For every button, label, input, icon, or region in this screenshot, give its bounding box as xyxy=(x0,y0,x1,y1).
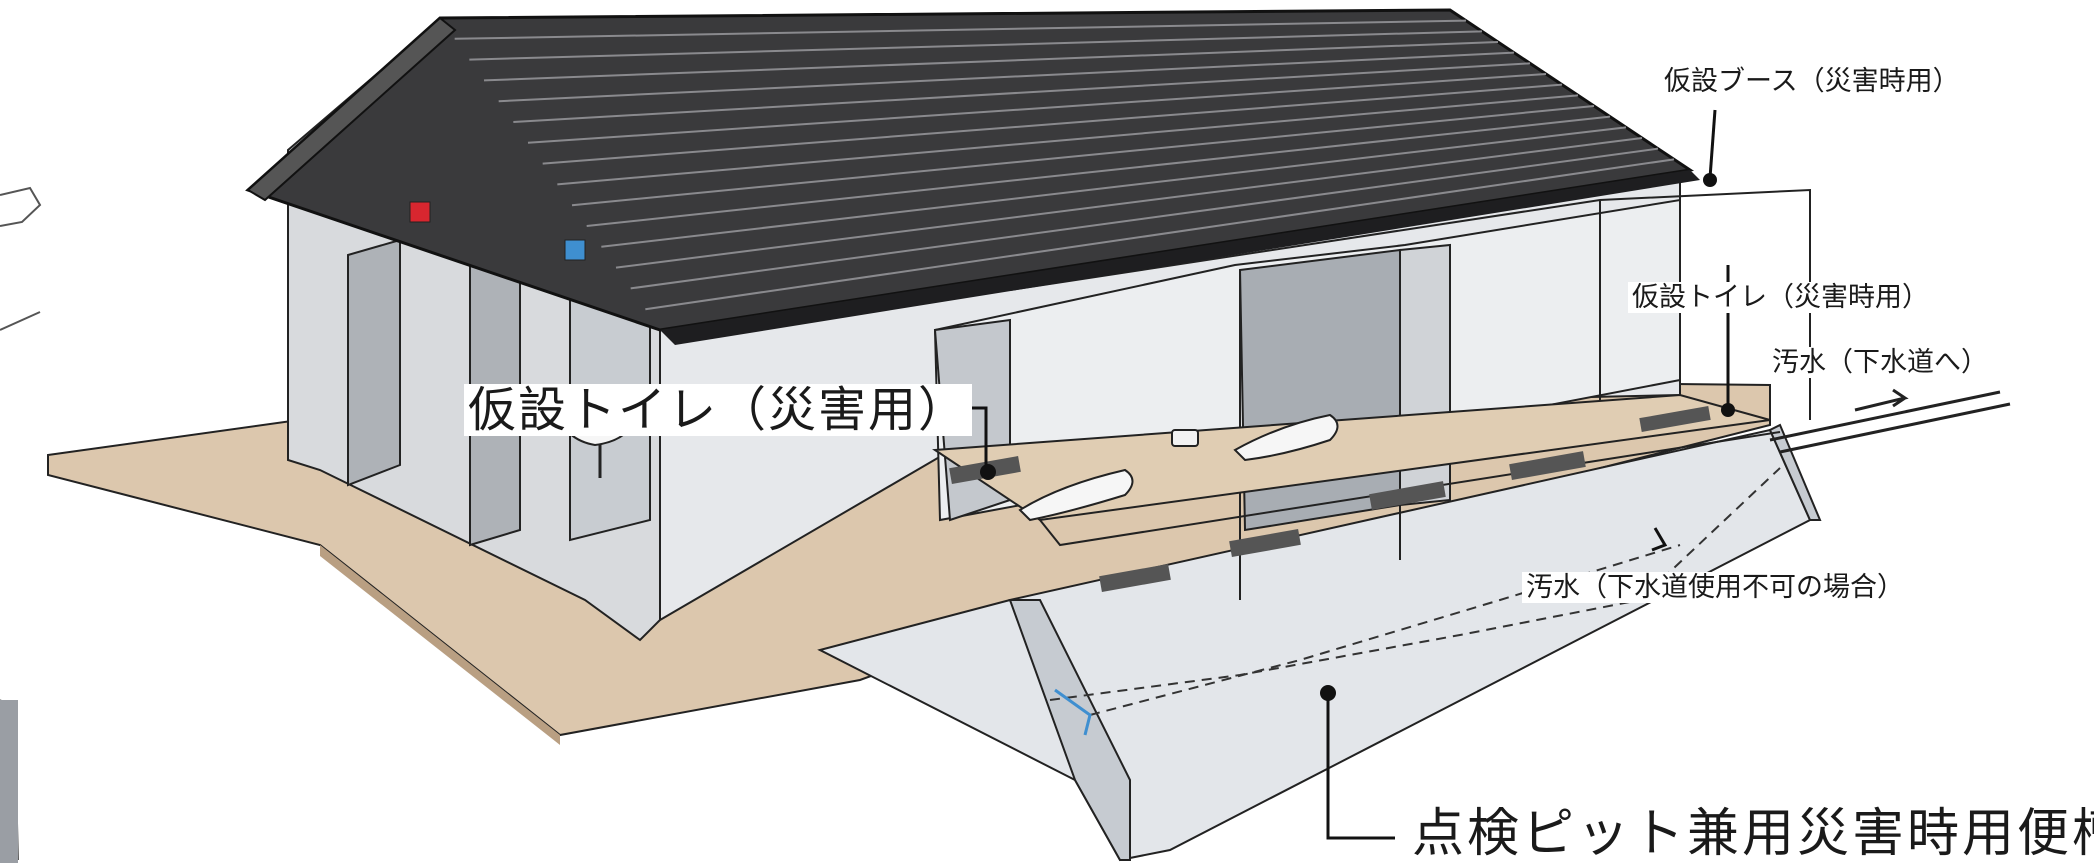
flow-arrow-icon xyxy=(1854,388,1909,412)
roof-seam-line xyxy=(601,126,1627,248)
roof-seam-line xyxy=(571,105,1595,207)
roof-seam-line xyxy=(454,19,1467,40)
roof xyxy=(245,8,1700,345)
floor-hatch xyxy=(1639,406,1711,432)
roof-seam-line xyxy=(630,147,1659,290)
toilet-paper-icon xyxy=(1171,429,1199,447)
temp-booth-label: 仮設ブース（災害時用） xyxy=(1660,66,1964,97)
roof-seam-line xyxy=(557,94,1579,186)
leader-dots xyxy=(980,173,1735,701)
roof-seam-line xyxy=(542,83,1563,165)
temp-toilet-disaster-time-label: 仮設トイレ（災害時用） xyxy=(1628,282,1933,313)
inspection-pit-tank-label: 点検ピット兼用災害時用便槽 xyxy=(1412,804,2094,864)
roof-seam-line xyxy=(483,41,1499,82)
women-sign-icon xyxy=(564,239,586,261)
roof-seam-line xyxy=(513,62,1531,123)
leader-lines xyxy=(930,109,1730,840)
men-sign-icon xyxy=(409,201,431,223)
floor-hatch xyxy=(1099,564,1171,592)
roof-seam-line xyxy=(586,115,1611,227)
sewage-when-sewer-unusable-label: 汚水（下水道使用不可の場合） xyxy=(1522,572,1908,603)
floor-hatch xyxy=(1369,481,1446,510)
roof-seam-line xyxy=(645,158,1675,311)
roof-seam-line xyxy=(527,73,1547,144)
squat-toilet-icon xyxy=(1018,468,1134,522)
sewer-pipes xyxy=(1769,390,2011,454)
roof-seam-line xyxy=(469,30,1483,61)
toilet-fixtures xyxy=(949,406,1711,592)
roof-seam-line xyxy=(498,51,1515,103)
left-edge-post xyxy=(0,700,18,863)
floor-hatch xyxy=(1509,451,1586,480)
squat-toilet-icon xyxy=(1233,413,1339,462)
roof-seam-line xyxy=(615,137,1643,269)
floor-hatch xyxy=(1229,529,1301,557)
sewage-to-sewer-label: 汚水（下水道へ） xyxy=(1768,347,1992,378)
temp-toilet-disaster-label: 仮設トイレ（災害用） xyxy=(464,384,973,436)
